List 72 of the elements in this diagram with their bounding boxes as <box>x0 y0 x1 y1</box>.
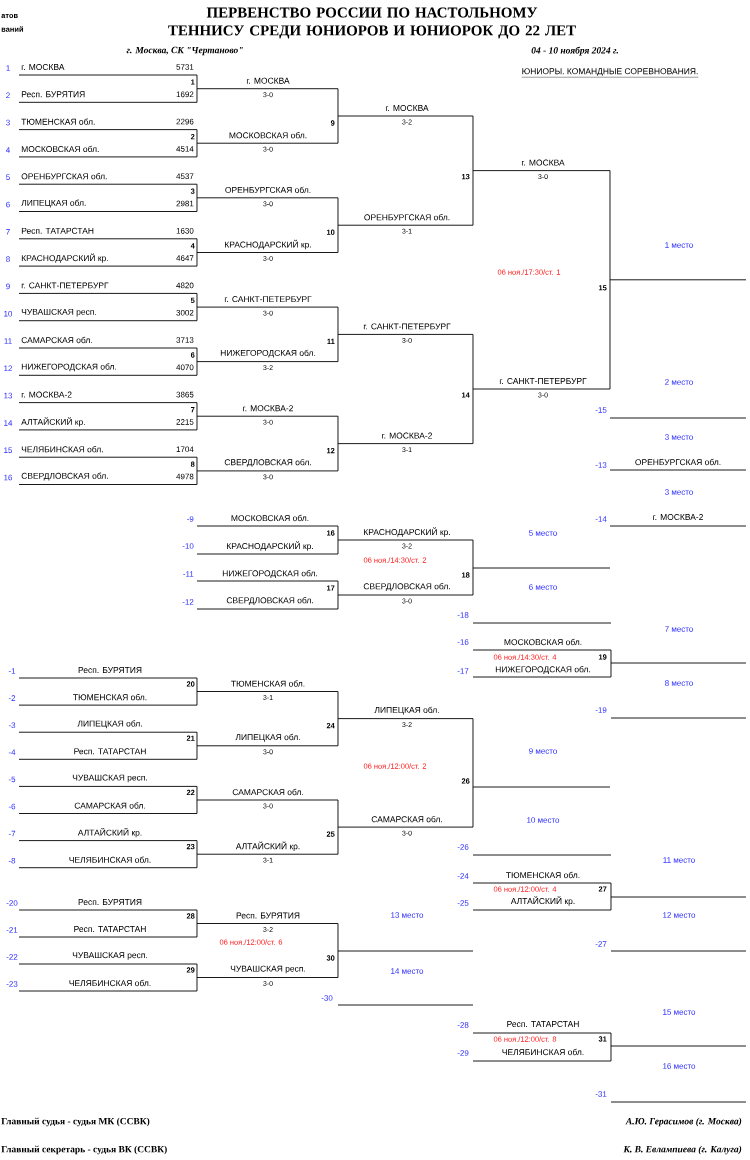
team-name: Респ. БУРЯТИЯ <box>78 667 142 673</box>
winner-name: ОРЕНБУРГСКАЯ обл. <box>364 214 450 221</box>
winner-name: СВЕРДЛОВСКАЯ обл. <box>224 458 311 467</box>
winner-name: г. САНКТ-ПЕТЕРБУРГ <box>499 378 587 384</box>
official-name: А.Ю. Герасимов (г. Москва) <box>625 1117 742 1127</box>
winner-name: г. МОСКВА-2 <box>382 432 432 439</box>
team-name: ЧЕЛЯБИНСКАЯ обл. <box>502 1048 584 1056</box>
winner-name: ОРЕНБУРГСКАЯ обл. <box>225 186 311 193</box>
team-name: ОРЕНБУРГСКАЯ обл. <box>21 173 107 180</box>
event-heading: ЮНИОРЫ. КОМАНДНЫЕ СОРЕВНОВАНИЯ. <box>521 68 699 78</box>
team-name: НИЖЕГОРОДСКАЯ обл. <box>21 363 117 372</box>
winner-name: КРАСНОДАРСКИЙ кр. <box>364 527 450 537</box>
official-name: К. В. Евлампиева (г. Калуга) <box>623 1145 742 1155</box>
team-name: ЧЕЛЯБИНСКАЯ обл. <box>69 856 151 863</box>
team-name: АЛТАЙСКИЙ кр. <box>510 896 575 906</box>
winner-name: г. МОСКВА-2 <box>243 405 293 412</box>
team-name: МОСКОВСКАЯ обл. <box>504 638 582 646</box>
team-name: КРАСНОДАРСКИЙ кр. <box>227 541 313 551</box>
winner-name: НИЖЕГОРОДСКАЯ обл. <box>220 349 316 358</box>
team-name: АЛТАЙСКИЙ кр. <box>77 827 142 838</box>
team-name: ЧЕЛЯБИНСКАЯ обл. <box>21 446 103 453</box>
team-name: АЛТАЙСКИЙ кр. <box>21 417 85 427</box>
team-name: ЛИПЕЦКАЯ обл. <box>21 199 86 208</box>
team-name: МОСКОВСКАЯ обл. <box>231 514 309 522</box>
winner-name: САМАРСКАЯ обл. <box>232 788 303 796</box>
winner-name: КРАСНОДАРСКИЙ кр. <box>225 239 311 250</box>
team-name: КРАСНОДАРСКИЙ кр. <box>21 253 108 263</box>
team-name: г. МОСКВА-2 <box>21 391 72 398</box>
venue-text: г. Москва, СК "Чертаново" <box>126 46 243 56</box>
team-name: ОРЕНБУРГСКАЯ обл. <box>635 458 721 466</box>
date-text: 04 - 10 ноября 2024 г. <box>531 46 618 56</box>
team-name: ЧУВАШСКАЯ респ. <box>72 774 147 783</box>
team-name: НИЖЕГОРОДСКАЯ обл. <box>495 666 590 674</box>
team-name: ЧУВАШСКАЯ респ. <box>21 308 96 317</box>
team-name: Респ. ТАТАРСТАН <box>21 227 94 234</box>
winner-name: г. САНКТ-ПЕТЕРБУРГ <box>224 296 312 303</box>
team-name: Респ. ТАТАРСТАН <box>74 926 146 932</box>
official-title: Главный судья - судья МК (ССВК) <box>1 1117 150 1127</box>
team-name: ТЮМЕНСКАЯ обл. <box>506 871 580 879</box>
team-name: СВЕРДЛОВСКАЯ обл. <box>226 597 313 605</box>
winner-name: ЛИПЕЦКАЯ обл. <box>235 733 300 742</box>
team-name: ЧЕЛЯБИНСКАЯ обл. <box>69 979 151 987</box>
winner-name: МОСКОВСКАЯ обл. <box>229 132 307 139</box>
winner-name: г. МОСКВА <box>246 77 290 84</box>
team-name: ТЮМЕНСКАЯ обл. <box>73 693 147 701</box>
winner-name: СВЕРДЛОВСКАЯ обл. <box>363 583 450 591</box>
team-name: ТЮМЕНСКАЯ обл. <box>21 118 95 125</box>
team-name: Респ. ТАТАРСТАН <box>74 748 146 755</box>
team-name: СВЕРДЛОВСКАЯ обл. <box>21 472 108 481</box>
winner-name: г. САНКТ-ПЕТЕРБУРГ <box>363 323 451 330</box>
team-name: САМАРСКАЯ обл. <box>74 802 145 809</box>
team-name: Респ. ТАТАРСТАН <box>507 1021 579 1027</box>
team-name: г. МОСКВА-2 <box>653 514 703 520</box>
team-name: НИЖЕГОРОДСКАЯ обл. <box>222 570 318 578</box>
winner-name: АЛТАЙСКИЙ кр. <box>235 841 300 851</box>
team-name: САМАРСКАЯ обл. <box>21 336 92 344</box>
winner-name: САМАРСКАЯ обл. <box>371 815 442 823</box>
team-name: г. САНКТ-ПЕТЕРБУРГ <box>21 282 109 289</box>
team-name: ЛИПЕЦКАЯ обл. <box>77 720 142 729</box>
team-name: Респ. БУРЯТИЯ <box>78 899 142 905</box>
title: ПЕРВЕНСТВО РОССИИ ПО НАСТОЛЬНОМУ ТЕННИСУ СРЕДИ ЮНИОРОВ И ЮНИОРОК ДО 22 ЛЕТ <box>168 7 576 39</box>
winner-name: ЛИПЕЦКАЯ обл. <box>374 706 439 715</box>
winner-name: Респ. БУРЯТИЯ <box>236 912 300 919</box>
official-title: Главный секретарь - судья ВК (ССВК) <box>1 1145 167 1155</box>
team-name: г. МОСКВА <box>21 64 65 70</box>
winner-name: ЧУВАШСКАЯ респ. <box>230 965 305 974</box>
winner-name: г. МОСКВА <box>385 105 429 111</box>
team-name: Респ. БУРЯТИЯ <box>21 91 85 98</box>
winner-name: г. МОСКВА <box>521 159 565 166</box>
team-name: МОСКОВСКАЯ обл. <box>21 145 99 153</box>
winner-name: ТЮМЕНСКАЯ обл. <box>231 680 305 687</box>
team-name: ЧУВАШСКАЯ респ. <box>72 952 147 960</box>
